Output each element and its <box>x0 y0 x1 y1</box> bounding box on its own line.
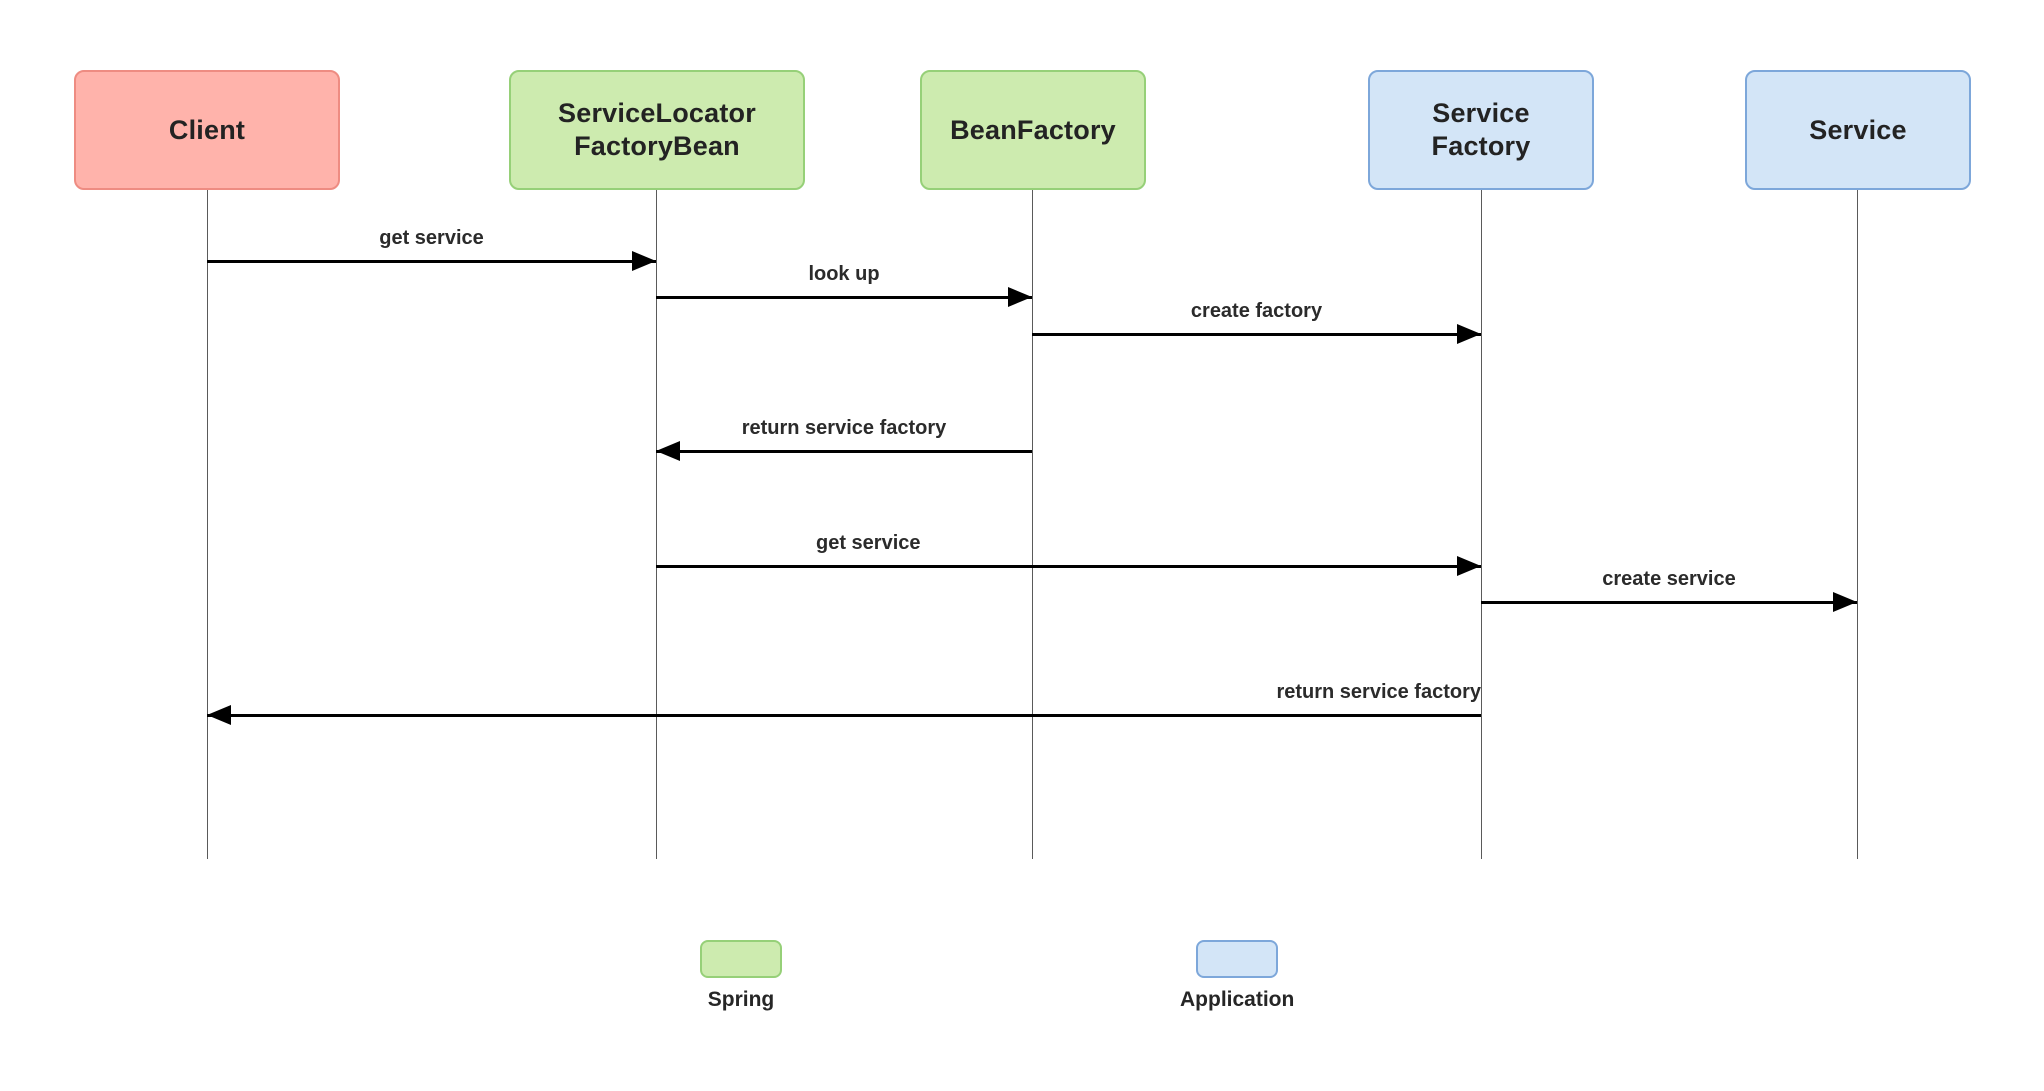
arrowhead-icon <box>656 441 680 461</box>
participant-slfb[interactable]: ServiceLocator FactoryBean <box>509 70 805 190</box>
message-label: create factory <box>1190 300 1323 322</box>
message-label: create service <box>1602 568 1736 590</box>
legend-swatch-spring <box>700 940 782 978</box>
participant-service[interactable]: Service <box>1745 70 1971 190</box>
lifeline-bf <box>1032 190 1033 859</box>
message-shaft <box>207 260 656 263</box>
lifeline-slfb <box>656 190 657 859</box>
participant-sf[interactable]: Service Factory <box>1368 70 1594 190</box>
legend-label-spring: Spring <box>707 988 775 1011</box>
message-shaft <box>656 450 1032 453</box>
message-label: get service <box>816 532 921 554</box>
legend-item-application: Application <box>1180 940 1294 1012</box>
legend-label-application: Application <box>1180 988 1295 1011</box>
legend-item-spring: Spring <box>700 940 782 1012</box>
arrowhead-icon <box>1457 556 1481 576</box>
message-label: get service <box>379 227 484 249</box>
message-label: look up <box>808 263 880 285</box>
legend-swatch-application <box>1196 940 1279 978</box>
message-shaft <box>656 565 1481 568</box>
message-shaft <box>1032 333 1481 336</box>
lifeline-service <box>1857 190 1858 859</box>
participant-bf[interactable]: BeanFactory <box>920 70 1146 190</box>
arrowhead-icon <box>1008 287 1032 307</box>
lifeline-sf <box>1481 190 1482 859</box>
message-label: return service factory <box>741 417 947 439</box>
arrowhead-icon <box>207 705 231 725</box>
message-shaft <box>656 296 1032 299</box>
arrowhead-icon <box>1833 592 1857 612</box>
participant-client[interactable]: Client <box>74 70 340 190</box>
message-shaft <box>207 714 1481 717</box>
arrowhead-icon <box>632 251 656 271</box>
message-label: return service factory <box>1276 681 1481 703</box>
arrowhead-icon <box>1457 324 1481 344</box>
lifeline-client <box>207 190 208 859</box>
message-shaft <box>1481 601 1857 604</box>
